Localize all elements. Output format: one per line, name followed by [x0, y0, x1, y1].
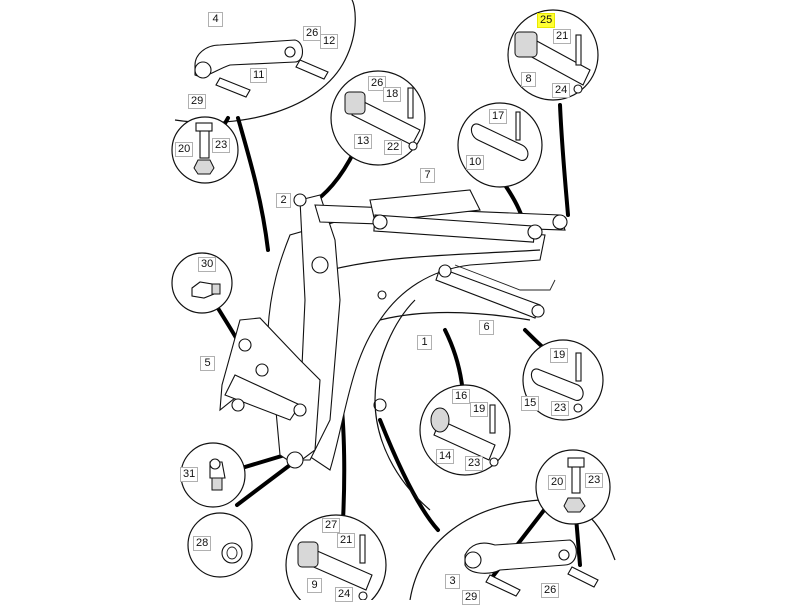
part-label-8[interactable]: 8	[521, 72, 536, 87]
part-label-29[interactable]: 29	[462, 590, 481, 605]
part-label-23[interactable]: 23	[465, 456, 484, 471]
part-label-14[interactable]: 14	[436, 449, 455, 464]
callout-left-fitting-31	[180, 442, 246, 508]
part-label-20[interactable]: 20	[175, 142, 194, 157]
part-label-25-highlighted[interactable]: 25	[537, 13, 556, 28]
callout-top-left-bolt	[171, 116, 239, 184]
part-label-10[interactable]: 10	[466, 155, 485, 170]
part-label-17[interactable]: 17	[489, 109, 508, 124]
part-label-26[interactable]: 26	[368, 76, 387, 91]
callout-bottom-right-arm	[464, 539, 599, 597]
part-label-22[interactable]: 22	[384, 140, 403, 155]
part-label-6[interactable]: 6	[479, 320, 494, 335]
part-label-15[interactable]: 15	[521, 396, 540, 411]
part-label-16[interactable]: 16	[452, 389, 471, 404]
part-label-1[interactable]: 1	[417, 335, 432, 350]
part-label-3[interactable]: 3	[445, 574, 460, 589]
part-label-29[interactable]: 29	[188, 94, 207, 109]
part-label-11[interactable]: 11	[250, 68, 268, 83]
part-label-26[interactable]: 26	[303, 26, 322, 41]
part-label-19[interactable]: 19	[550, 348, 569, 363]
part-label-4[interactable]: 4	[208, 12, 223, 27]
loader-frame	[219, 189, 568, 511]
part-label-26[interactable]: 26	[541, 583, 560, 598]
part-label-21[interactable]: 21	[337, 533, 356, 548]
part-label-27[interactable]: 27	[322, 518, 341, 533]
part-label-19[interactable]: 19	[470, 402, 489, 417]
part-label-23[interactable]: 23	[585, 473, 604, 488]
part-label-28[interactable]: 28	[193, 536, 212, 551]
part-label-18[interactable]: 18	[383, 87, 402, 102]
callout-top-left-arm	[194, 39, 329, 98]
part-label-23[interactable]: 23	[212, 138, 231, 153]
part-label-21[interactable]: 21	[553, 29, 572, 44]
callout-left-fitting-30	[171, 252, 233, 314]
part-label-5[interactable]: 5	[200, 356, 215, 371]
part-label-30[interactable]: 30	[198, 257, 217, 272]
part-label-13[interactable]: 13	[354, 134, 373, 149]
part-label-2[interactable]: 2	[276, 193, 291, 208]
part-label-7[interactable]: 7	[420, 168, 435, 183]
part-label-24[interactable]: 24	[552, 83, 571, 98]
callout-left-bush-28	[187, 512, 253, 578]
callout-bottom-right-bolt	[535, 449, 611, 525]
part-label-9[interactable]: 9	[307, 578, 322, 593]
part-label-31[interactable]: 31	[180, 467, 199, 482]
bottom-right-frame-arc	[409, 499, 616, 600]
part-label-23[interactable]: 23	[551, 401, 570, 416]
part-label-12[interactable]: 12	[320, 34, 339, 49]
part-label-20[interactable]: 20	[548, 475, 567, 490]
callout-right-pin-15	[522, 339, 604, 421]
